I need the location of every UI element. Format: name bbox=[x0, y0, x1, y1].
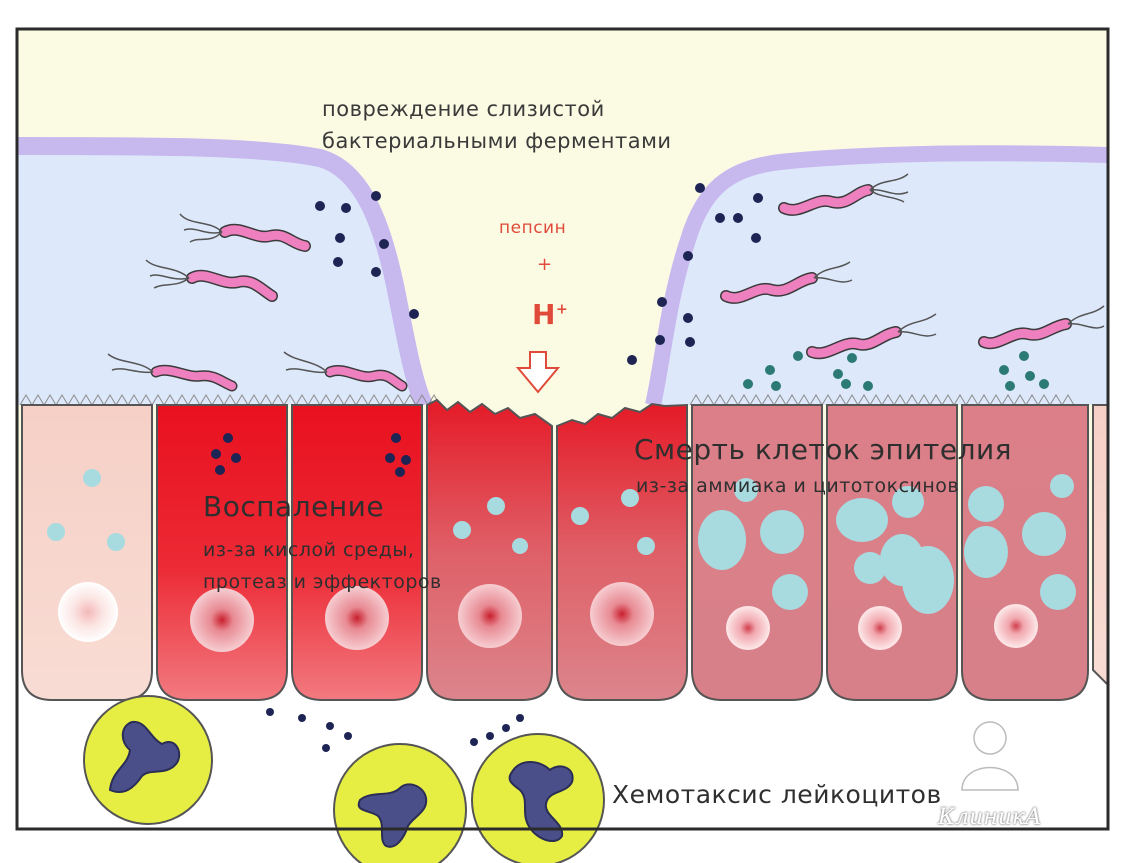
healthy-cell-edge bbox=[1092, 404, 1109, 688]
inflammation-title: Воспаление bbox=[203, 490, 385, 523]
nucleus bbox=[858, 606, 902, 650]
bacterium bbox=[179, 213, 311, 252]
mucosa-damage-line1: повреждение слизистой bbox=[322, 97, 605, 121]
cell-death-title: Смерть клеток эпителия bbox=[634, 433, 1013, 466]
mucus-border-right bbox=[645, 145, 1109, 407]
nucleus bbox=[994, 604, 1038, 648]
nuclei bbox=[58, 582, 1038, 652]
damaged-cell bbox=[691, 404, 823, 701]
nucleus bbox=[325, 586, 389, 650]
plus-label: + bbox=[537, 254, 553, 275]
nucleus bbox=[726, 606, 770, 650]
watermark-logo bbox=[961, 721, 1019, 791]
mucus-layer-right bbox=[655, 156, 1108, 405]
leukocyte bbox=[333, 743, 467, 863]
enzyme-dots bbox=[211, 183, 763, 752]
leukocytes bbox=[83, 695, 605, 863]
inflamed-cell bbox=[156, 404, 288, 701]
bacterium bbox=[107, 353, 238, 392]
bacterium bbox=[283, 351, 408, 392]
nucleus bbox=[190, 588, 254, 652]
frame bbox=[15, 27, 1110, 831]
inflammation-line2: протеаз и эффекторов bbox=[203, 571, 442, 593]
eroded-cell bbox=[426, 398, 553, 701]
nucleus bbox=[458, 584, 522, 648]
mucosa-damage-line2: бактериальными ферментами bbox=[322, 129, 672, 153]
bacterium bbox=[806, 313, 937, 360]
inflamed-cell bbox=[291, 404, 423, 701]
nucleus bbox=[58, 582, 118, 642]
chemotaxis-label: Хемотаксис лейкоцитов bbox=[612, 780, 942, 809]
cell-death-caption: из-за аммиака и цитотоксинов bbox=[636, 475, 960, 497]
bacterium bbox=[145, 259, 278, 302]
mucosa-damage-label: повреждение слизистой бактериальными фер… bbox=[322, 93, 672, 157]
bacterium bbox=[778, 173, 909, 216]
bacterium bbox=[720, 261, 853, 304]
vacuoles bbox=[47, 469, 1076, 614]
watermark-text: КлиникА bbox=[938, 805, 1042, 830]
bacterium bbox=[978, 305, 1105, 350]
inflammation-line1: из-за кислой среды, bbox=[203, 539, 415, 561]
leukocyte bbox=[83, 695, 213, 825]
eroded-cell bbox=[556, 402, 688, 701]
inflammation-caption: из-за кислой среды, протеаз и эффекторов bbox=[203, 534, 442, 598]
leukocyte bbox=[471, 733, 605, 863]
h-ion-symbol: H bbox=[532, 298, 556, 331]
h-ion-charge: + bbox=[555, 301, 569, 318]
h-ion-label: H+ bbox=[532, 298, 568, 331]
microvilli-left bbox=[19, 394, 441, 406]
mucus-border-left bbox=[16, 137, 433, 409]
pepsin-label: пепсин bbox=[499, 218, 567, 238]
healthy-cell bbox=[21, 404, 153, 701]
nucleus bbox=[590, 582, 654, 646]
bacteria bbox=[107, 173, 1105, 392]
ammonia-dots bbox=[743, 351, 1049, 391]
down-arrow-icon bbox=[515, 351, 561, 394]
